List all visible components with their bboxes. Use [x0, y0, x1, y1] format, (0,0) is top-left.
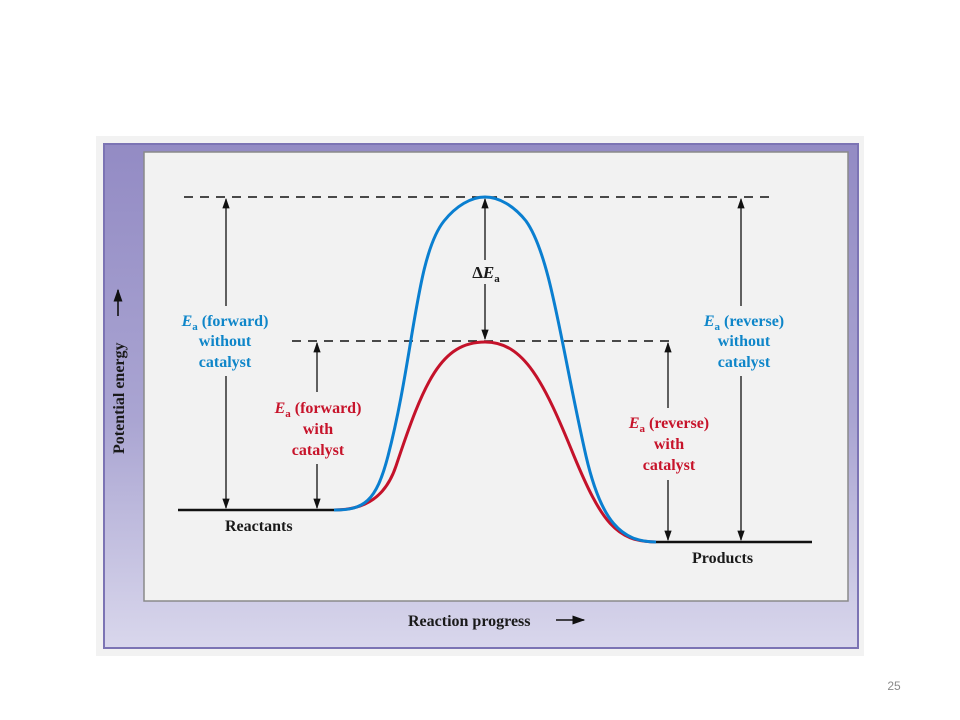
delta-ea-label: ΔEa: [472, 263, 500, 285]
x-axis-label: Reaction progress: [408, 613, 531, 630]
ea-reverse-uncatalyzed-label: Ea (reverse) without catalyst: [690, 306, 798, 376]
ea-reverse-catalyzed-label: Ea (reverse) with catalyst: [614, 408, 724, 480]
svg-text:with: with: [654, 436, 684, 453]
diagram-frame-border: [103, 143, 859, 649]
svg-text:catalyst: catalyst: [643, 457, 696, 474]
svg-text:Ea (forward): Ea (forward): [181, 313, 269, 333]
uncatalyzed-curve: [333, 195, 657, 544]
svg-text:Ea (forward): Ea (forward): [274, 400, 362, 420]
svg-text:with: with: [303, 421, 333, 438]
delta-ea-label-backing: [468, 260, 504, 284]
catalyzed-curve: [333, 340, 657, 544]
energy-diagram: ΔEa Ea (forward) without catalyst Ea (fo…: [103, 143, 859, 649]
plot-area: [143, 151, 849, 602]
ea-forward-catalyzed-label: Ea (forward) with catalyst: [260, 392, 376, 464]
svg-text:catalyst: catalyst: [292, 442, 345, 459]
ea-forward-uncatalyzed-label: Ea (forward) without catalyst: [170, 306, 282, 376]
svg-text:Ea (reverse): Ea (reverse): [628, 415, 709, 435]
svg-text:without: without: [199, 333, 252, 350]
svg-text:catalyst: catalyst: [718, 354, 771, 371]
page-number: 25: [887, 679, 901, 693]
reactants-label: Reactants: [225, 518, 293, 535]
svg-text:catalyst: catalyst: [199, 354, 252, 371]
energy-diagram-figure: ΔEa Ea (forward) without catalyst Ea (fo…: [96, 136, 864, 656]
svg-text:Ea (reverse): Ea (reverse): [703, 313, 784, 333]
svg-text:without: without: [718, 333, 771, 350]
products-label: Products: [692, 550, 753, 567]
y-axis-label: Potential energy: [111, 342, 128, 454]
